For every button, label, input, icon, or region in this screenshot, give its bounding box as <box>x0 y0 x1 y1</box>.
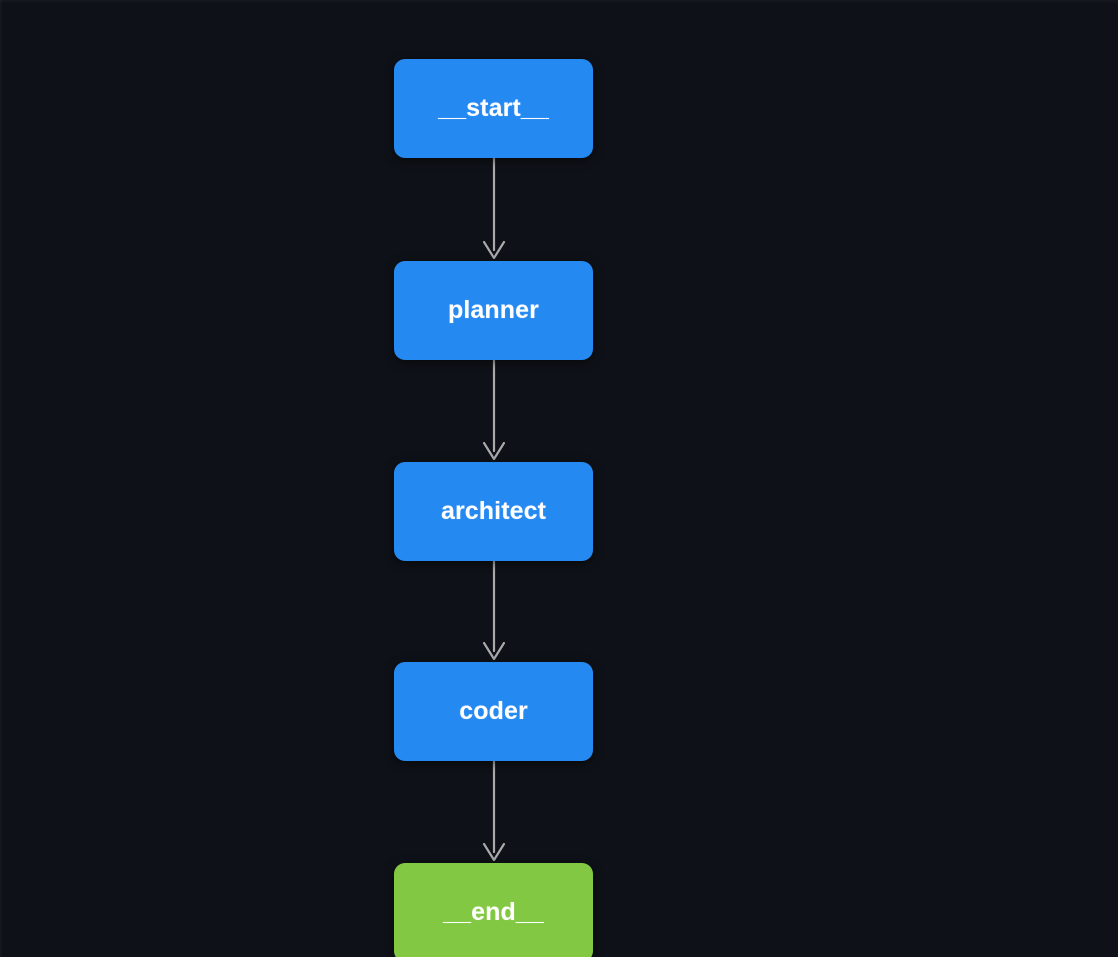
edge-planner-to-architect <box>482 358 506 461</box>
node-label: __end__ <box>443 898 544 926</box>
arrowhead-icon <box>482 842 506 862</box>
arrowhead-icon <box>482 641 506 661</box>
node-label: architect <box>440 497 547 525</box>
node-label: planner <box>448 296 539 324</box>
edge-architect-to-coder <box>482 559 506 661</box>
edge-coder-to-end <box>482 759 506 862</box>
graph-node-end[interactable]: __end__ <box>394 863 593 957</box>
graph-node-start[interactable]: __start__ <box>394 59 593 158</box>
graph-node-coder[interactable]: coder <box>394 662 593 761</box>
graph-node-architect[interactable]: architect <box>394 462 593 561</box>
node-label: coder <box>459 697 528 725</box>
arrowhead-icon <box>482 240 506 260</box>
edge-start-to-planner <box>482 156 506 260</box>
graph-node-planner[interactable]: planner <box>394 261 593 360</box>
node-label: __start__ <box>438 94 549 122</box>
arrowhead-icon <box>482 441 506 461</box>
